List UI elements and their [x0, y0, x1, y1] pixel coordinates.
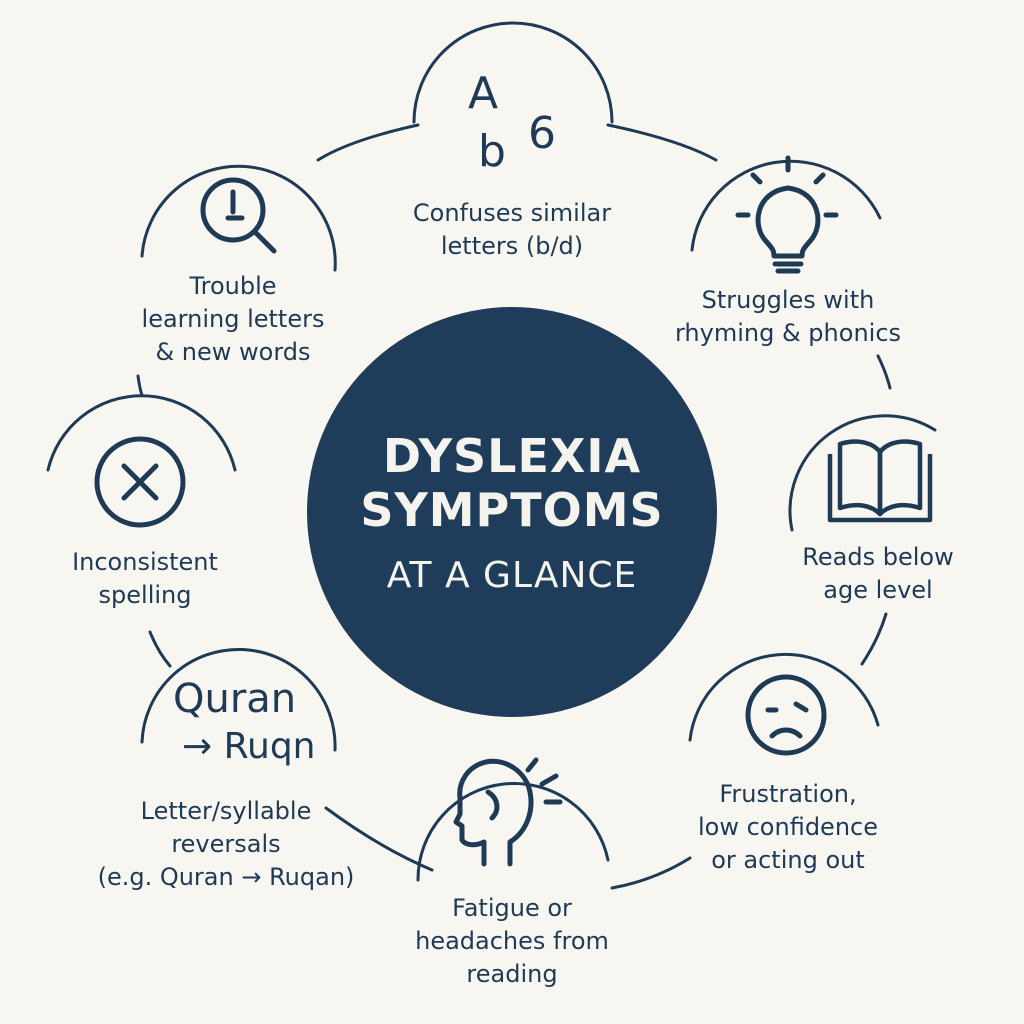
- node-arc: [688, 653, 880, 742]
- node-arc: [788, 414, 937, 532]
- x-circle-icon: [94, 436, 186, 528]
- node-arc: [690, 159, 882, 252]
- symptom-label-rhyming-phonics: Struggles with rhyming & phonics: [674, 286, 902, 347]
- symptom-label-confuses-letters: Confuses similar letters (b/d): [412, 199, 612, 260]
- node-arc: [140, 647, 337, 752]
- letters-icon-6: 6: [528, 108, 556, 159]
- symptom-label-reads-below-age: Reads below age level: [802, 543, 954, 604]
- symptom-label-spelling: Inconsistent spelling: [72, 548, 218, 609]
- head-ache-icon: [453, 757, 563, 867]
- connector-line: [136, 374, 144, 397]
- center-subtitle: AT A GLANCE: [386, 554, 638, 596]
- connector-line: [606, 123, 718, 162]
- lightbulb-icon: [735, 155, 839, 274]
- symptom-label-frustration: Frustration, low confidence or acting ou…: [698, 780, 878, 874]
- node-arc: [140, 164, 337, 272]
- magnifier-icon: [200, 177, 277, 254]
- symptom-label-learning-letters: Trouble learning letters & new words: [141, 272, 325, 366]
- symptom-label-reversals: Letter/syllable reversals (e.g. Quran → …: [97, 797, 355, 891]
- reversal-text-top: Quran: [173, 676, 297, 722]
- center-title-circle: DYSLEXIA SYMPTOMS AT A GLANCE: [307, 307, 717, 717]
- connector-line: [610, 856, 692, 890]
- node-arc: [416, 782, 610, 882]
- connector-line: [316, 123, 420, 162]
- node-arc: [412, 21, 614, 124]
- connector-line: [876, 354, 892, 390]
- letters-icon-b: b: [478, 126, 506, 177]
- symptom-label-fatigue: Fatigue or headaches from reading: [415, 894, 609, 988]
- node-arc: [46, 394, 237, 472]
- frowning-face-icon: [745, 674, 827, 756]
- center-title-line2: SYMPTOMS: [360, 482, 664, 537]
- connector-line: [860, 612, 888, 666]
- open-book-icon: [827, 439, 933, 523]
- letters-icon-a: A: [468, 68, 499, 119]
- connector-line: [148, 630, 172, 668]
- reversal-text-bottom: → Ruqn: [182, 726, 316, 767]
- center-title-line1: DYSLEXIA: [382, 428, 642, 483]
